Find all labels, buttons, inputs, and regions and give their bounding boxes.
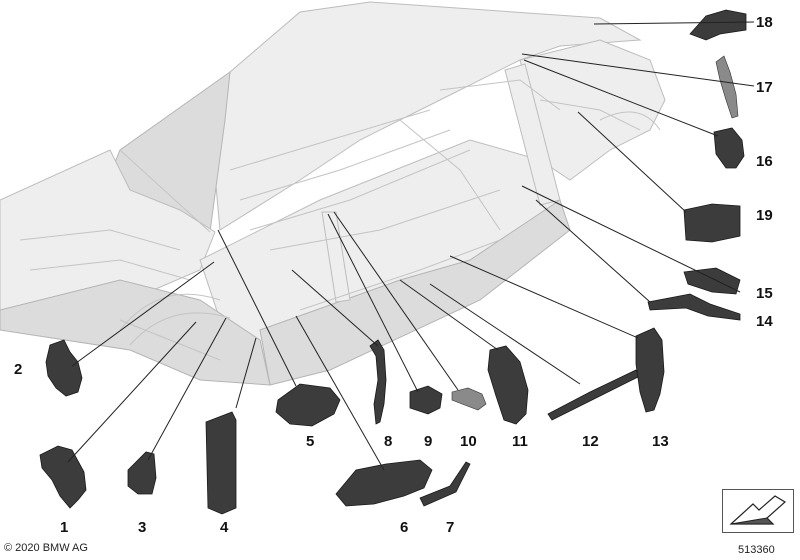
callout-17: 17	[756, 79, 773, 96]
leader-14	[535, 199, 651, 303]
leader-9	[327, 213, 419, 393]
leader-6	[295, 315, 385, 471]
part-7[interactable]	[419, 461, 471, 507]
callout-7: 7	[446, 519, 454, 536]
callout-labels: 1 2 3 4 5 6 7 8 9 10 11 12 13 14 15 16 1…	[14, 14, 773, 536]
callout-9: 9	[424, 433, 432, 450]
parts	[39, 9, 747, 515]
leader-17	[521, 53, 755, 87]
leader-16	[523, 59, 719, 137]
leader-10	[333, 211, 459, 391]
callout-14: 14	[756, 313, 773, 330]
callout-15: 15	[756, 285, 773, 302]
part-16[interactable]	[713, 127, 745, 169]
leader-19	[577, 111, 687, 213]
callout-18: 18	[756, 14, 773, 31]
callout-6: 6	[400, 519, 408, 536]
callout-2: 2	[14, 361, 22, 378]
callout-13: 13	[652, 433, 669, 450]
part-4[interactable]	[205, 411, 237, 515]
callout-10: 10	[460, 433, 477, 450]
part-11[interactable]	[487, 345, 529, 425]
callout-11: 11	[512, 433, 528, 450]
part-1[interactable]	[39, 445, 87, 509]
part-6[interactable]	[335, 459, 433, 507]
car-body-shell	[0, 1, 666, 386]
callout-1: 1	[60, 519, 68, 536]
callout-5: 5	[306, 433, 314, 450]
callout-3: 3	[138, 519, 146, 536]
part-9[interactable]	[409, 385, 443, 415]
leader-2	[71, 261, 215, 367]
leader-8	[291, 269, 379, 347]
callout-12: 12	[582, 433, 599, 450]
part-14[interactable]	[647, 293, 741, 321]
navigation-box[interactable]	[722, 489, 794, 533]
leader-1	[67, 321, 197, 463]
part-2[interactable]	[45, 339, 83, 397]
part-8[interactable]	[369, 339, 387, 425]
copyright-text: © 2020 BMW AG	[4, 542, 88, 554]
part-19[interactable]	[683, 203, 741, 243]
leader-13	[449, 255, 639, 339]
leader-15	[521, 185, 741, 293]
part-5[interactable]	[275, 383, 341, 427]
callout-16: 16	[756, 153, 773, 170]
callout-4: 4	[220, 519, 229, 536]
callout-8: 8	[384, 433, 392, 450]
leader-18	[593, 21, 755, 25]
part-18[interactable]	[689, 9, 747, 41]
leader-11	[399, 279, 499, 351]
leader-12	[429, 283, 581, 385]
arrow-down-left-icon	[729, 495, 787, 525]
leader-5	[217, 229, 297, 387]
diagram-id: 513360	[738, 544, 775, 556]
leader-3	[147, 317, 227, 461]
part-12[interactable]	[547, 369, 641, 421]
part-3[interactable]	[127, 451, 157, 495]
leader-4	[235, 337, 257, 409]
callout-19: 19	[756, 207, 773, 224]
part-13[interactable]	[635, 327, 665, 413]
leader-lines	[67, 21, 755, 471]
part-17[interactable]	[715, 55, 739, 119]
part-10[interactable]	[451, 387, 487, 411]
part-15[interactable]	[683, 267, 741, 295]
